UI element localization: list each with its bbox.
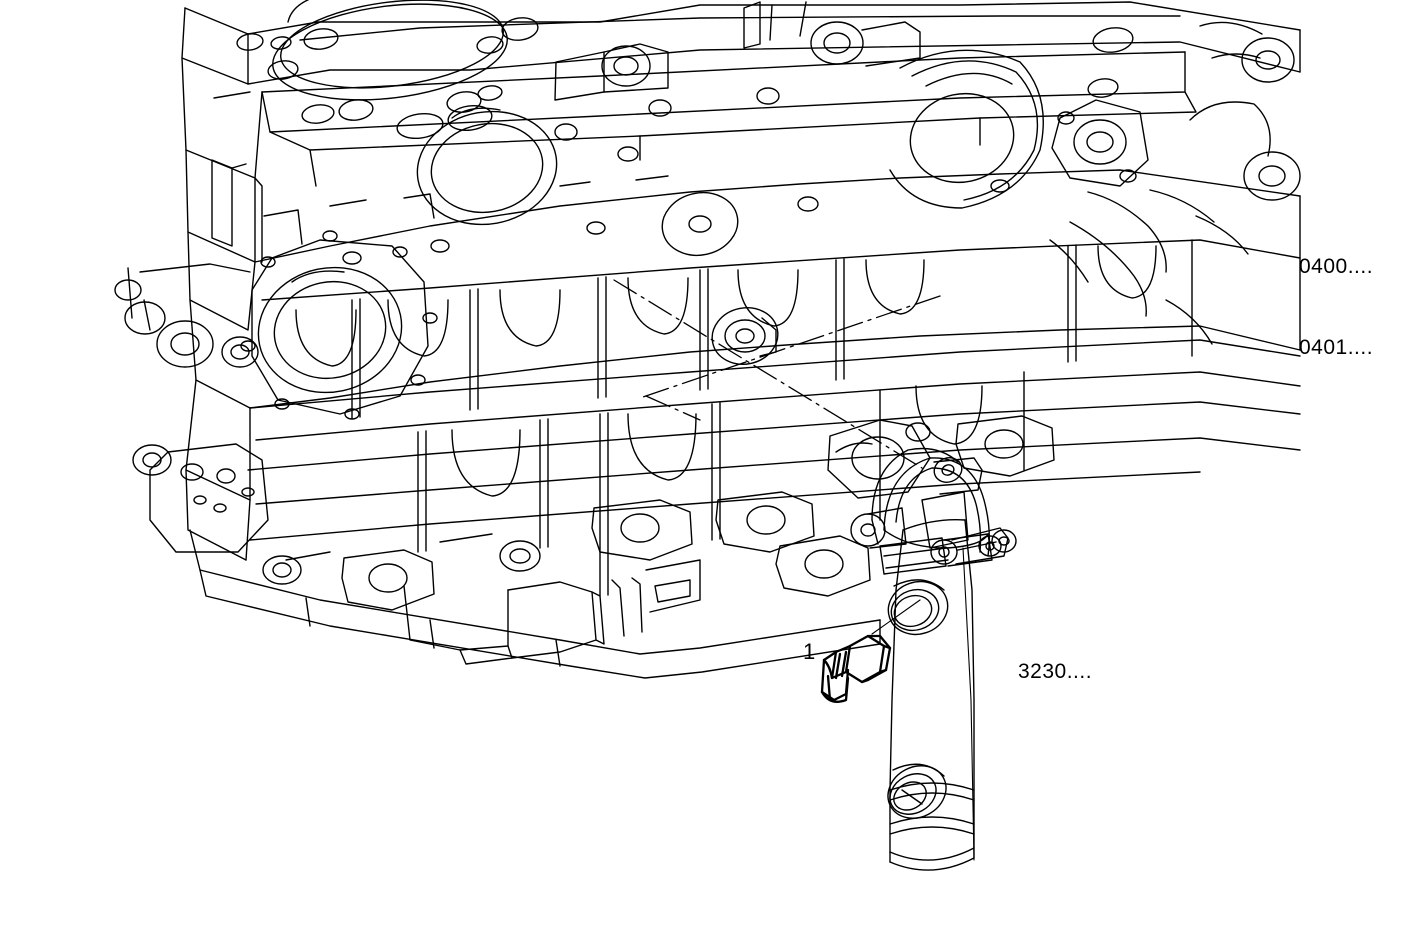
leader-line-item-1	[871, 599, 921, 635]
assembly-centerlines	[613, 279, 941, 469]
coolant-pipe-assembly	[850, 447, 1017, 871]
block-left-end-face	[185, 149, 263, 561]
block-front-cover-face	[114, 169, 1301, 553]
block-deck-bolt-holes	[236, 17, 1134, 140]
leader-line-3230	[962, 547, 975, 861]
block-upper-bosses	[554, 1, 921, 101]
block-main-bore	[416, 107, 558, 226]
callout-group-3230: 3230....	[1018, 660, 1093, 683]
temperature-sensor	[820, 634, 892, 703]
engine-block-assembly	[114, 0, 1301, 679]
centerline-cross	[639, 295, 941, 399]
block-bore-opening-upper	[272, 0, 508, 101]
callout-0400-line1: 0400....	[1299, 255, 1374, 278]
pipe-side-outlet	[887, 763, 947, 819]
callout-group-0400: 0400.... 0401....	[1299, 199, 1373, 415]
block-arch-webs	[295, 245, 1157, 497]
sensor-port-boss	[887, 579, 949, 636]
block-top-deck	[181, 1, 1301, 179]
block-mid-rails	[247, 239, 1301, 541]
coolant-pipe-body	[889, 519, 975, 871]
block-vertical-ribs	[351, 239, 1193, 597]
thermostat-housing	[850, 447, 1017, 575]
callout-item-number-1: 1	[803, 639, 816, 664]
callout-0401-line2: 0401....	[1299, 336, 1374, 359]
block-mount-ears	[262, 415, 1055, 611]
block-misc-details	[213, 53, 1261, 345]
block-right-face-details	[661, 21, 1301, 365]
centerline-down-right	[613, 279, 923, 469]
block-upper-ledge	[261, 51, 1197, 187]
block-bottom-rail	[189, 491, 969, 679]
